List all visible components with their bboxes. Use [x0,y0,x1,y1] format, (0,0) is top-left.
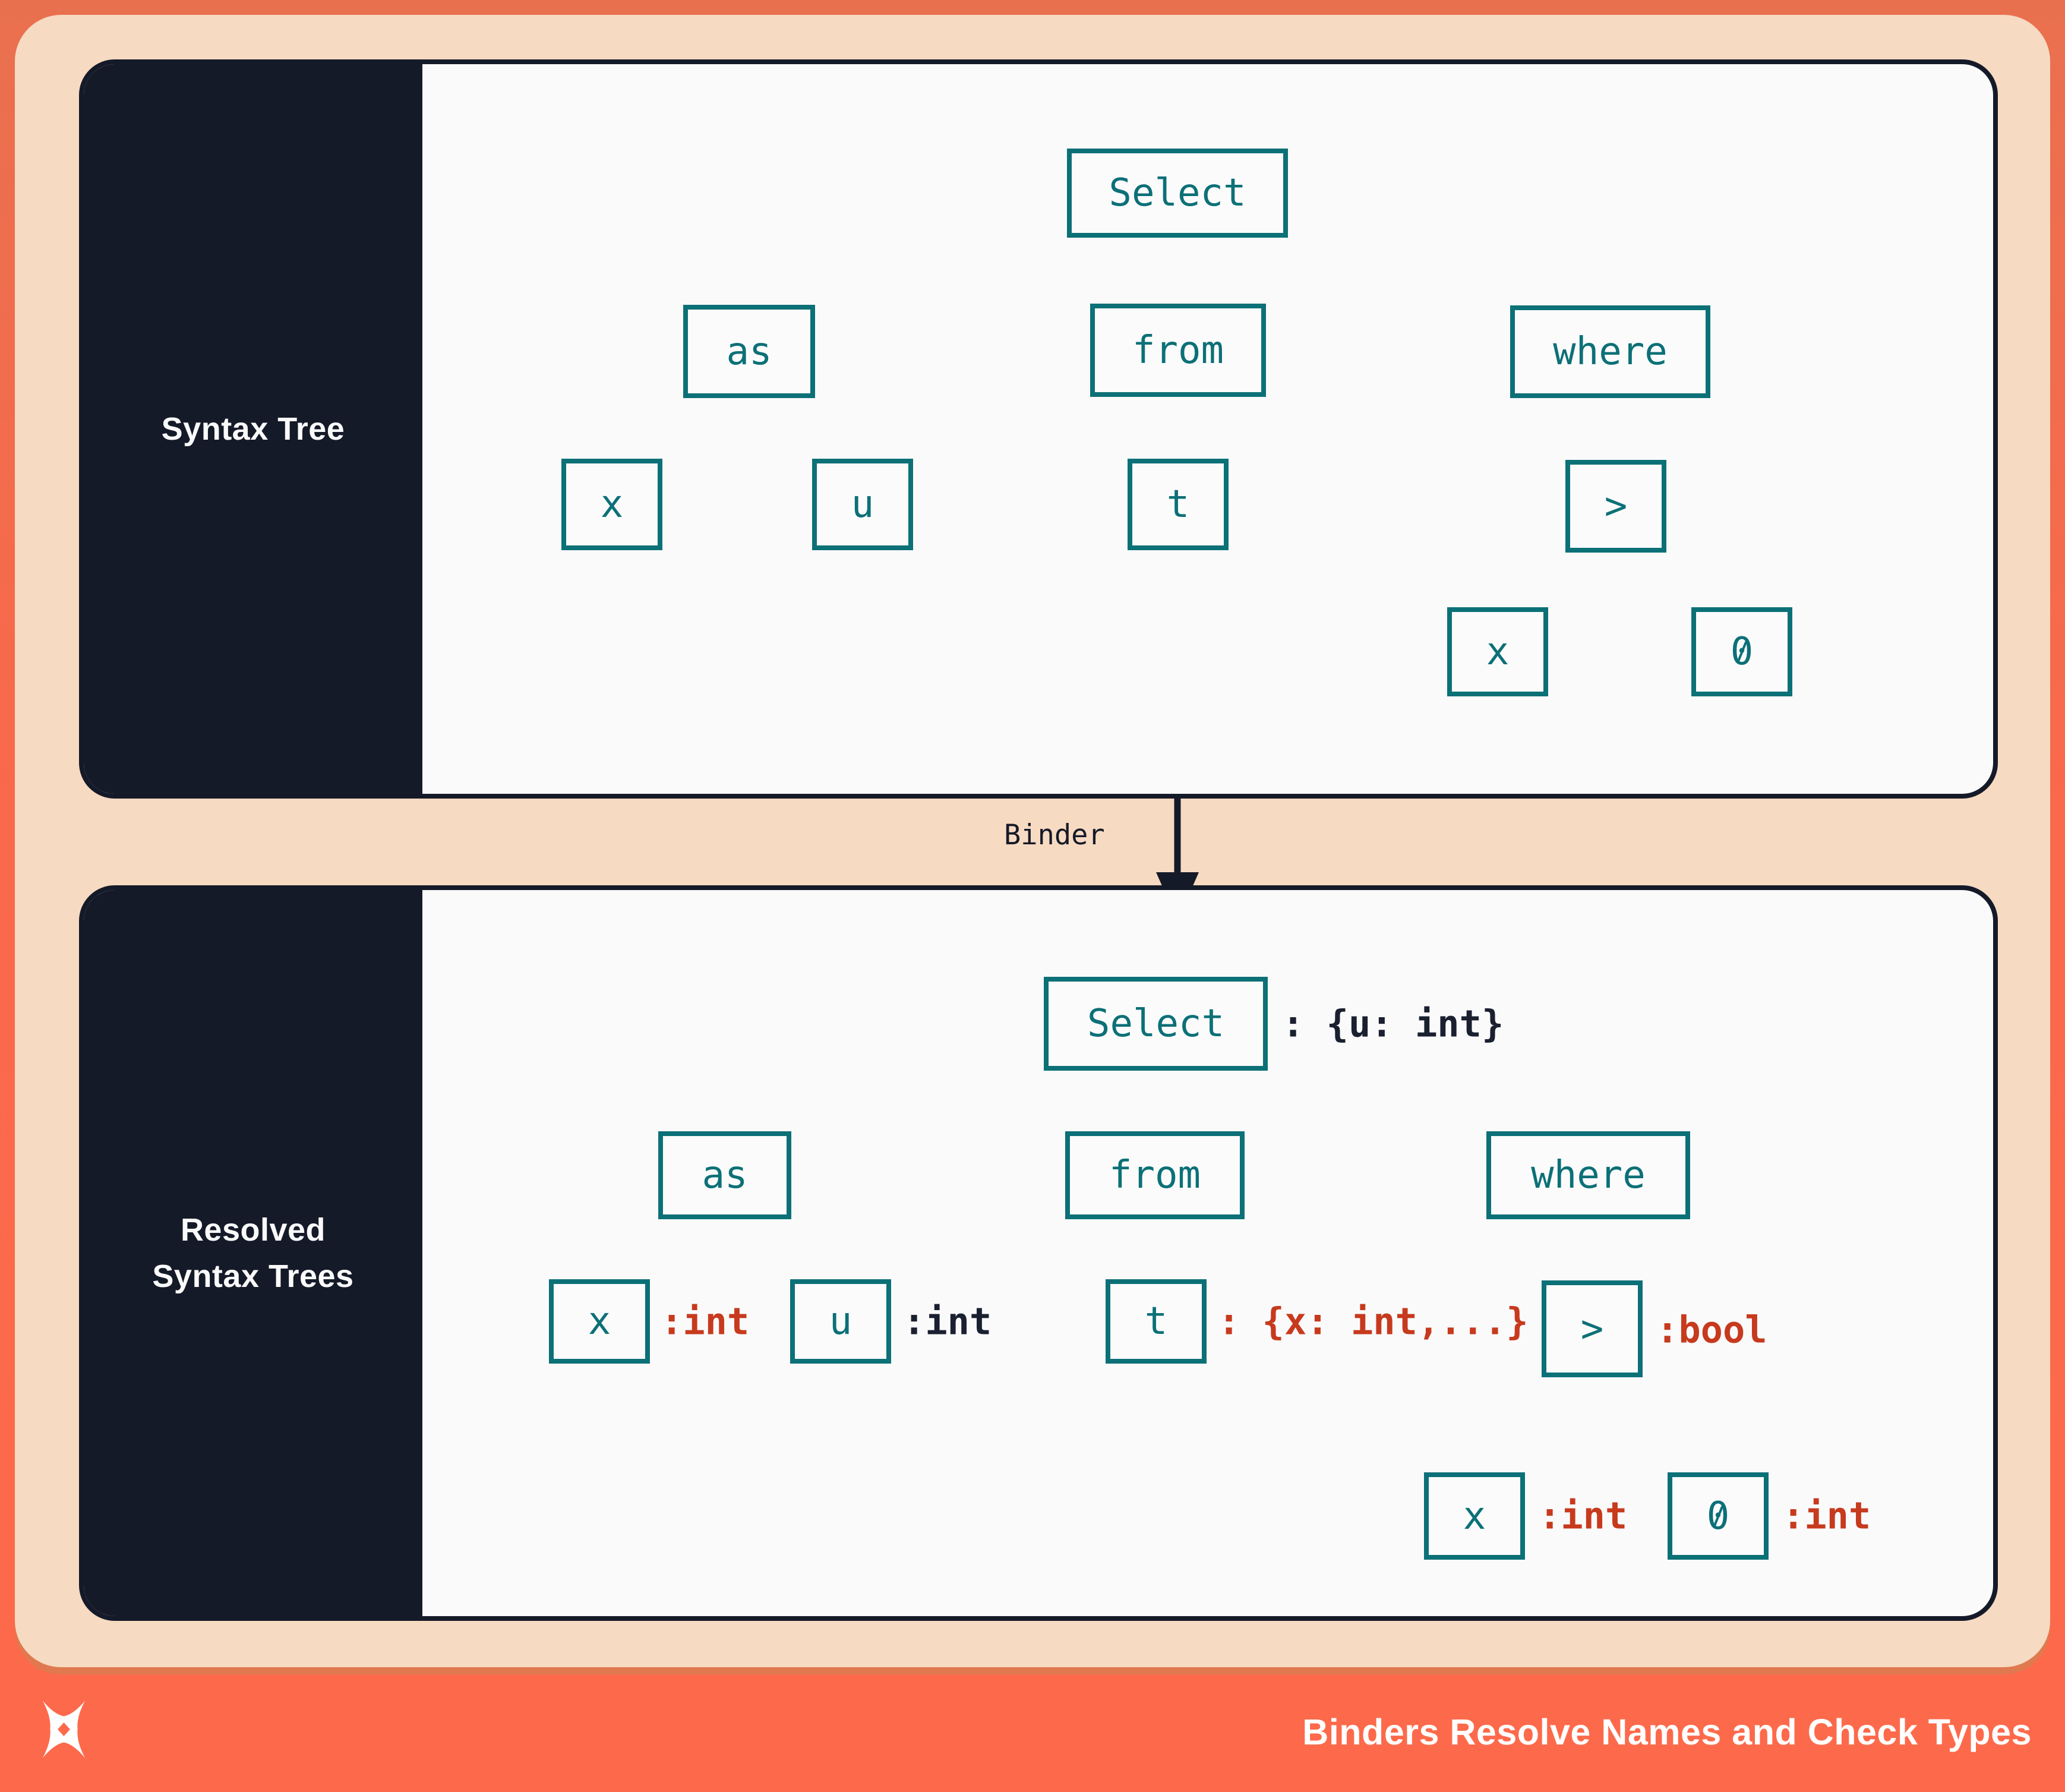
tree2-node-select: Select [1044,977,1268,1071]
tree1-node-from: from [1090,304,1266,397]
tree2-node-where-label: where [1531,1153,1646,1197]
tree1-node-t-label: t [1166,482,1190,526]
tree1-node-x-right-label: x [1486,630,1510,674]
tree1-node-x-right: x [1447,607,1548,696]
tree1-node-zero-label: 0 [1730,630,1754,674]
tree2-t-type-annotation: : {x: int,...} [1218,1299,1529,1343]
resolved-title-line1: Resolved [180,1212,326,1248]
tree2-node-where: where [1486,1131,1690,1219]
syntax-tree-sidebar: Syntax Tree [84,64,422,794]
tree2-node-u: u [790,1279,891,1364]
tree2-node-from-label: from [1109,1153,1201,1197]
syntax-tree-panel: Syntax Tree [79,59,1998,799]
tree2-node-zero-label: 0 [1706,1494,1730,1538]
tree1-node-gt-label: > [1604,484,1628,528]
tree2-node-t: t [1106,1279,1207,1364]
tree2-select-type-annotation: : {u: int} [1282,1002,1504,1046]
tree2-node-from: from [1065,1131,1245,1219]
footer-title: Binders Resolve Names and Check Types [1302,1712,2032,1752]
tree2-node-as: as [658,1131,791,1219]
tree2-node-t-label: t [1144,1299,1168,1343]
tree2-x-right-type-annotation: :int [1539,1494,1628,1538]
tree2-node-x-right-label: x [1463,1494,1486,1538]
x-ribbon-logo-icon [42,1700,86,1758]
tree1-node-gt: > [1565,460,1666,553]
tree2-x-left-type-annotation: :int [661,1299,750,1343]
tree1-node-t: t [1128,459,1229,550]
tree1-node-as-label: as [726,329,772,374]
resolved-title-line2: Syntax Trees [152,1258,354,1294]
tree2-node-as-label: as [702,1153,748,1197]
tree1-node-as: as [683,305,815,398]
syntax-tree-panel-title: Syntax Tree [161,411,345,447]
tree1-node-where: where [1510,305,1710,398]
resolved-syntax-trees-sidebar: Resolved Syntax Trees [84,890,422,1616]
tree2-gt-type-annotation: :bool [1656,1308,1767,1352]
binder-label: Binder [1004,819,1105,851]
tree1-node-u: u [812,459,913,550]
tree1-node-from-label: from [1132,328,1224,373]
tree1-node-x-left-label: x [600,482,624,526]
tree2-node-u-label: u [829,1299,852,1343]
tree2-node-gt-label: > [1580,1307,1604,1351]
tree1-node-where-label: where [1553,330,1668,374]
tree2-node-x-right: x [1424,1472,1525,1560]
tree1-node-x-left: x [561,459,662,550]
tree2-node-zero: 0 [1668,1472,1769,1560]
tree2-node-select-label: Select [1087,1002,1225,1046]
tree1-node-select-label: Select [1109,171,1246,215]
tree1-node-select: Select [1067,149,1288,238]
tree2-node-gt: > [1542,1280,1643,1377]
resolved-syntax-trees-panel-title: Resolved Syntax Trees [152,1207,353,1300]
tree2-node-x-left-label: x [588,1299,611,1343]
tree1-node-zero: 0 [1691,607,1792,696]
tree2-u-type-annotation: :int [903,1299,992,1343]
tree2-node-x-left: x [549,1279,650,1364]
tree2-zero-type-annotation: :int [1782,1494,1871,1538]
tree1-node-u-label: u [851,482,874,526]
